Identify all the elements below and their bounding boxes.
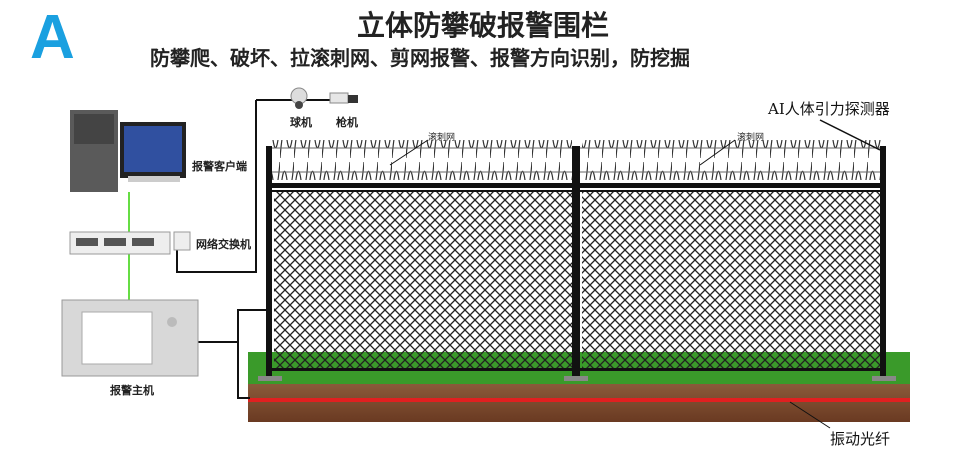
fence-frame [258, 146, 896, 381]
mesh-left [274, 192, 572, 368]
razor-wire-left [272, 140, 572, 180]
section-letter: A [30, 3, 75, 72]
fiber-label: 振动光纤 [830, 430, 891, 448]
network-switch-icon [69, 231, 191, 255]
razor-wire-label-left: 滚刺网 [428, 133, 456, 143]
fiber-line [248, 398, 910, 402]
bullet-camera-label: 枪机 [336, 116, 358, 129]
switch-label: 网络交换机 [196, 238, 251, 251]
page-subtitle: 防攀爬、破坏、拉滚刺网、剪网报警、报警方向识别，防挖掘 [150, 46, 690, 70]
soil [248, 384, 910, 422]
detector-label: AI人体引力探测器 [768, 100, 890, 118]
camera-cable [176, 100, 257, 273]
page-title: 立体防攀破报警围栏 [356, 9, 609, 42]
alarm-host-icon [61, 299, 199, 377]
razor-wire-right [582, 140, 882, 180]
dome-camera-icon [290, 87, 308, 109]
client-label: 报警客户端 [192, 160, 247, 173]
dome-camera-label: 球机 [290, 116, 312, 129]
mesh-right [582, 192, 880, 368]
bullet-camera-icon [329, 92, 358, 104]
host-cable [198, 309, 268, 399]
host-label: 报警主机 [110, 384, 154, 397]
client-computer-icon [70, 110, 186, 192]
razor-wire-label-right: 滚刺网 [737, 133, 765, 143]
